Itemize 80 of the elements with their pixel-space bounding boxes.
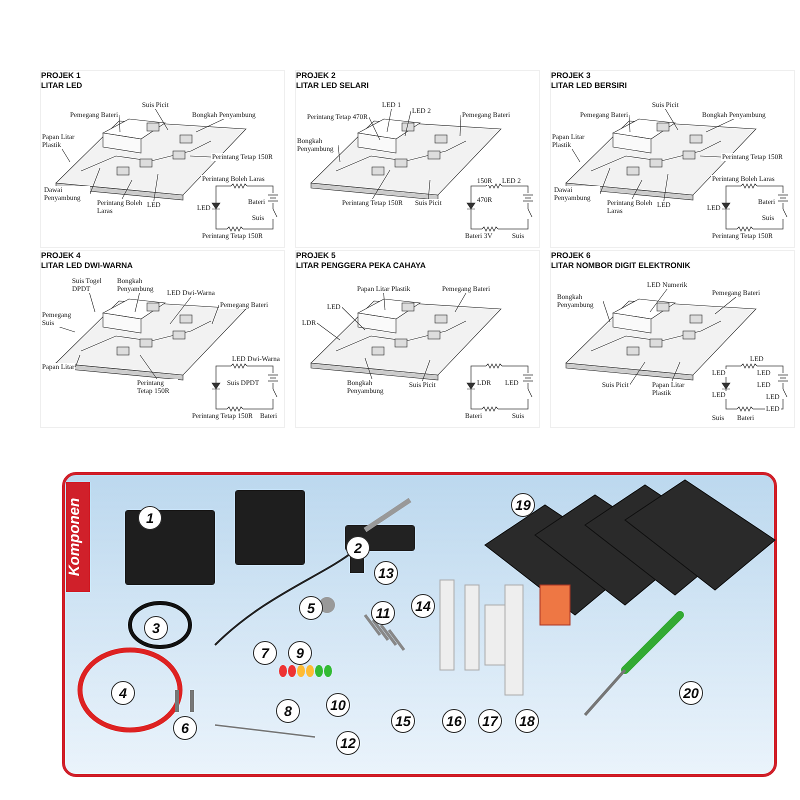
leader-line [364,358,372,380]
project-title: LITAR PENGGERA PEKA CAHAYA [296,261,426,270]
section-tab-label: Komponen [66,482,90,592]
project-title: LITAR LED BERSIRI [551,81,627,90]
callout-number: 17 [478,709,502,733]
project-panel [550,250,795,428]
callout-number: 20 [679,681,703,705]
project-panel [40,250,285,428]
leader-line [650,288,668,312]
leader-line [316,322,340,340]
project-number: PROJEK 5 [296,251,336,260]
leader-line [155,108,168,130]
leader-line [89,292,96,312]
leader-line [700,156,722,158]
leader-line [190,156,212,158]
leader-line [454,292,466,312]
project-panel [40,70,285,248]
leader-line [59,326,76,332]
project-number: PROJEK 2 [296,71,336,80]
callout-number: 13 [374,561,398,585]
project-number: PROJEK 4 [41,251,81,260]
leader-line [170,296,192,324]
leader-line [386,108,392,132]
leader-line [664,174,668,202]
callout-number: 18 [515,709,539,733]
callout-number: 5 [299,596,323,620]
callout-number: 12 [336,731,360,755]
project-title: LITAR LED [41,81,82,90]
leader-line [118,114,120,132]
leader-line [134,292,140,312]
project-number: PROJEK 1 [41,71,81,80]
leader-line [212,304,220,324]
leader-line [422,360,430,382]
leader-line [629,362,646,386]
project-title: LITAR LED SELARI [296,81,369,90]
leader-line [90,168,100,194]
project-number: PROJEK 6 [551,251,591,260]
leader-line [62,148,70,162]
leader-line [341,306,366,330]
callout-number: 16 [442,709,466,733]
leader-line [122,180,132,200]
project-panel [295,250,540,428]
leader-line [338,144,340,162]
project-number: PROJEK 3 [551,71,591,80]
leader-line [383,292,386,310]
callout-number: 8 [276,699,300,723]
leader-line [632,180,642,200]
leader-line [368,116,380,140]
callout-number: 10 [326,693,350,717]
components-panel [62,472,777,777]
leader-line [140,354,158,380]
leader-line [460,114,462,136]
project-title: LITAR LED DWI-WARNA [41,261,133,270]
leader-line [428,180,430,200]
project-panel [295,70,540,248]
leader-line [672,362,680,382]
leader-line [572,148,580,162]
leader-line [404,110,412,136]
callout-number: 9 [288,641,312,665]
callout-number: 6 [173,716,197,740]
leader-line [706,118,734,132]
leader-line [628,114,630,132]
leader-line [154,174,158,202]
project-title: LITAR NOMBOR DIGIT ELEKTRONIK [551,261,690,270]
leader-line [665,108,678,130]
leader-line [714,296,736,314]
callout-number: 14 [411,594,435,618]
callout-number: 4 [111,681,135,705]
callout-number: 1 [138,506,162,530]
leader-line [196,118,224,132]
leader-line [602,300,610,322]
callout-number: 19 [511,493,535,517]
leader-line [600,168,610,194]
callout-number: 3 [144,616,168,640]
project-panel [550,70,795,248]
callout-number: 15 [391,709,415,733]
leader-line [75,354,80,368]
callout-number: 11 [371,601,395,625]
leader-line [372,170,390,200]
callout-number: 7 [253,641,277,665]
